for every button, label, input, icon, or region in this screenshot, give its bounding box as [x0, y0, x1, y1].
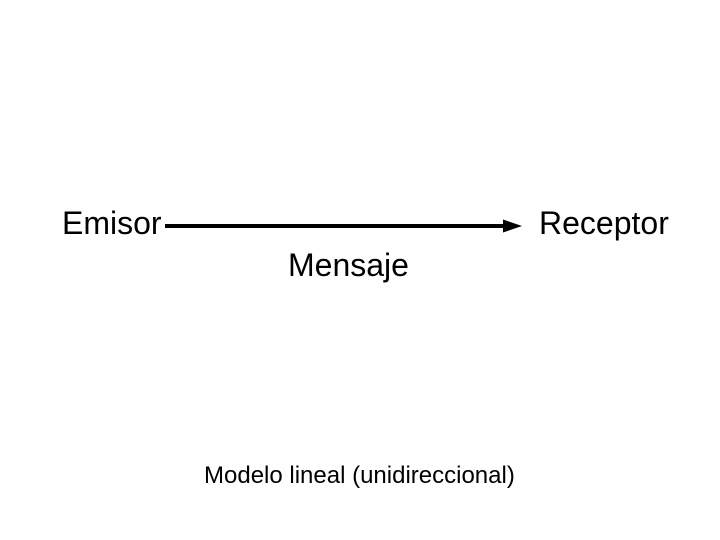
- message-label: Mensaje: [288, 247, 409, 283]
- sender-label: Emisor: [62, 205, 162, 241]
- diagram-caption: Modelo lineal (unidireccional): [204, 462, 515, 489]
- message-arrow: [165, 212, 525, 240]
- arrow-shaft: [165, 224, 507, 228]
- receiver-label: Receptor: [539, 205, 669, 241]
- arrowhead-icon: [503, 219, 522, 233]
